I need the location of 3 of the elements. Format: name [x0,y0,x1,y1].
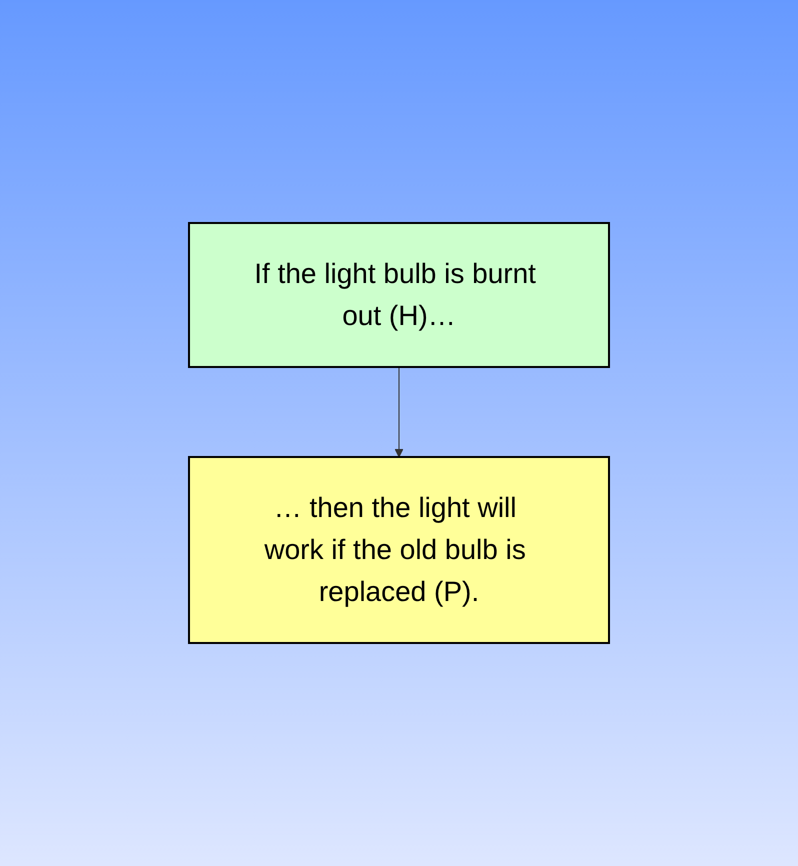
node-box: … then the light will work if the old bulb is replaced (P). [188,456,610,644]
node-box: If the light bulb is burnt out (H)… [188,222,610,368]
arrow [394,366,404,458]
